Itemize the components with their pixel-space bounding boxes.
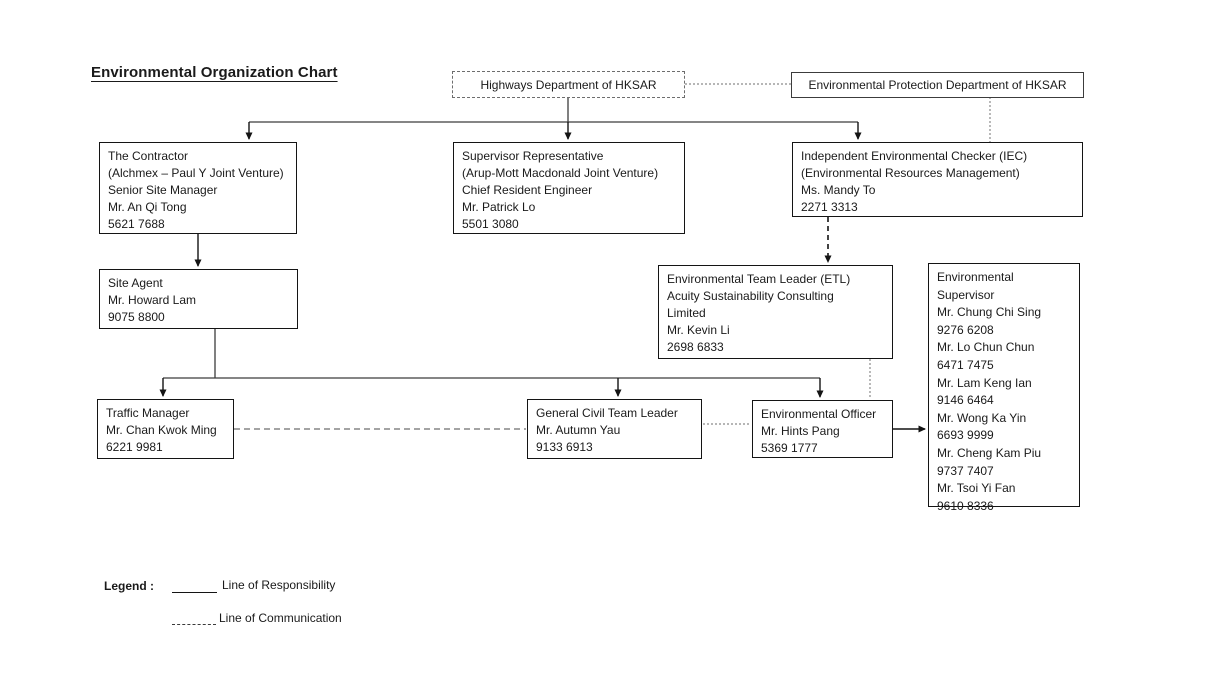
node-environmental-protection-department: Environmental Protection Department of H… bbox=[791, 72, 1084, 98]
node-environmental-team-leader: Environmental Team Leader (ETL) Acuity S… bbox=[658, 265, 893, 359]
node-independent-environmental-checker: Independent Environmental Checker (IEC) … bbox=[792, 142, 1083, 217]
node-highways-department: Highways Department of HKSAR bbox=[452, 71, 685, 98]
legend-communication-label: Line of Communication bbox=[219, 611, 342, 625]
legend-communication-line-sample bbox=[172, 624, 216, 625]
node-environmental-officer: Environmental Officer Mr. Hints Pang 536… bbox=[752, 400, 893, 458]
node-site-agent: Site Agent Mr. Howard Lam 9075 8800 bbox=[99, 269, 298, 329]
legend-responsibility-line-sample bbox=[172, 592, 217, 593]
legend-responsibility-label: Line of Responsibility bbox=[222, 578, 336, 592]
node-supervisor-representative: Supervisor Representative (Arup-Mott Mac… bbox=[453, 142, 685, 234]
node-contractor: The Contractor (Alchmex – Paul Y Joint V… bbox=[99, 142, 297, 234]
node-traffic-manager: Traffic Manager Mr. Chan Kwok Ming 6221 … bbox=[97, 399, 234, 459]
node-environmental-supervisor: Environmental Supervisor Mr. Chung Chi S… bbox=[928, 263, 1080, 513]
legend-label: Legend : bbox=[104, 579, 154, 593]
node-general-civil-team-leader: General Civil Team Leader Mr. Autumn Yau… bbox=[527, 399, 702, 459]
page-title: Environmental Organization Chart bbox=[91, 64, 338, 81]
